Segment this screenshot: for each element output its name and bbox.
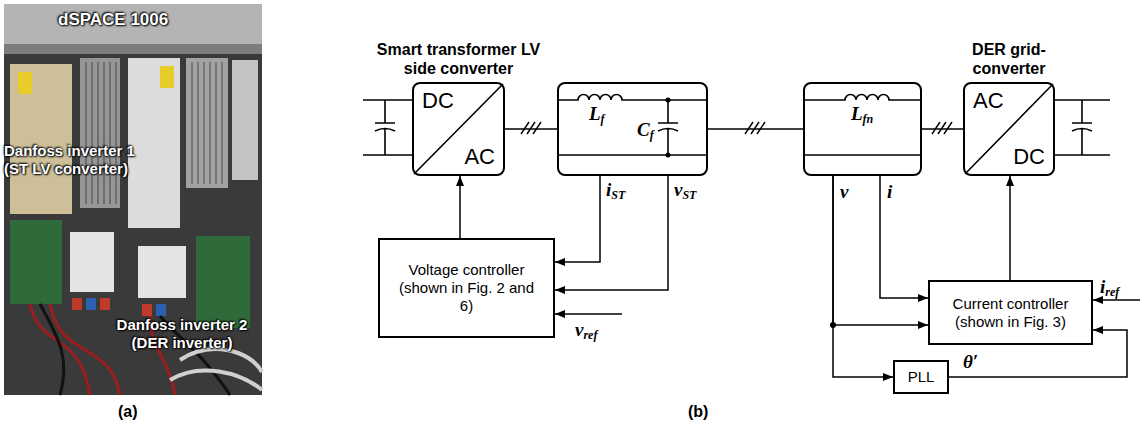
connector: [1009, 176, 1011, 280]
connector: [555, 176, 600, 262]
converter-box: DER grid-converterACDC: [963, 82, 1055, 176]
box-label: AC: [464, 144, 495, 170]
panel-caption: (a): [118, 402, 138, 421]
block-heading: Smart transformer LV side converter: [374, 40, 544, 78]
signal-label: θ′: [962, 352, 979, 373]
box-label: Lfn: [851, 104, 873, 126]
dspace-box: [4, 4, 262, 50]
converter-diagonal: [414, 84, 1053, 174]
reference-arrow: [555, 313, 622, 315]
terminal: [156, 304, 166, 316]
box-label: Lf: [589, 104, 605, 126]
signal-label: vST: [673, 180, 697, 202]
signal-label: vref: [575, 319, 597, 342]
controller-box: Current controller (shown in Fig. 3): [928, 280, 1093, 345]
connector: [922, 128, 963, 130]
box-label: DC: [422, 88, 454, 114]
box-label: Current controller (shown in Fig. 3): [940, 295, 1081, 331]
cables: [170, 349, 262, 390]
fins: [86, 62, 116, 204]
connector: [833, 176, 893, 377]
reference-arrow: [1093, 299, 1140, 301]
circuit-board: [196, 236, 250, 328]
connector: [555, 176, 668, 290]
signal-label: i: [886, 182, 893, 203]
device-label: dSPACE 1006: [58, 10, 258, 30]
connector: [833, 176, 928, 325]
block-heading: DER grid-converter: [954, 40, 1064, 78]
connector: [505, 128, 557, 130]
filter-box: Lfn: [803, 82, 922, 176]
box-label: PLL: [908, 368, 935, 386]
box-label: Voltage controller (shown in Fig. 2 and …: [394, 261, 539, 315]
cabinet-photo: [4, 4, 262, 395]
signal-label: iST: [605, 180, 626, 202]
terminal: [86, 298, 96, 310]
terminal: [142, 304, 152, 316]
breaker: [70, 232, 114, 292]
panel: [232, 60, 258, 180]
connector: [880, 176, 928, 298]
warning-sticker: [160, 66, 174, 88]
connector: [949, 330, 1127, 377]
junction-dot: [666, 98, 671, 103]
box-label: AC: [973, 88, 1004, 114]
filter-box: LfCf: [557, 82, 708, 176]
panel-caption: (b): [688, 402, 708, 421]
circuit-board: [10, 220, 62, 304]
fins: [192, 62, 222, 184]
inverter-1: [10, 64, 72, 214]
junction-dot: [666, 153, 671, 158]
breaker: [138, 246, 186, 298]
box-label: Cf: [637, 120, 654, 142]
terminal: [72, 298, 82, 310]
controller-box: Voltage controller (shown in Fig. 2 and …: [378, 238, 555, 338]
inverter-2: [128, 58, 180, 228]
heat-sink: [80, 58, 120, 208]
terminal: [100, 298, 110, 310]
device-label: Danfoss inverter 1 (ST LV converter): [4, 142, 156, 178]
capacitor-symbol: [363, 100, 412, 155]
capacitor-symbol: [1055, 100, 1110, 155]
connector: [708, 128, 803, 130]
warning-sticker: [18, 72, 32, 94]
pll-box: PLL: [893, 360, 949, 394]
box-label: DC: [1013, 144, 1045, 170]
signal-label: v: [839, 182, 849, 203]
three-phase-mark: [521, 122, 952, 134]
cabinet: [4, 4, 262, 395]
lc-filter-symbol: [559, 95, 706, 156]
signal-label: iref: [1100, 276, 1119, 299]
rack-rail: [4, 44, 262, 54]
connector: [459, 176, 461, 238]
device-label: Danfoss inverter 2 (DER inverter): [104, 316, 260, 352]
converter-box: Smart transformer LV side converterDCAC: [412, 82, 505, 176]
inductor-symbol: [805, 95, 920, 156]
heat-sink: [186, 58, 228, 188]
